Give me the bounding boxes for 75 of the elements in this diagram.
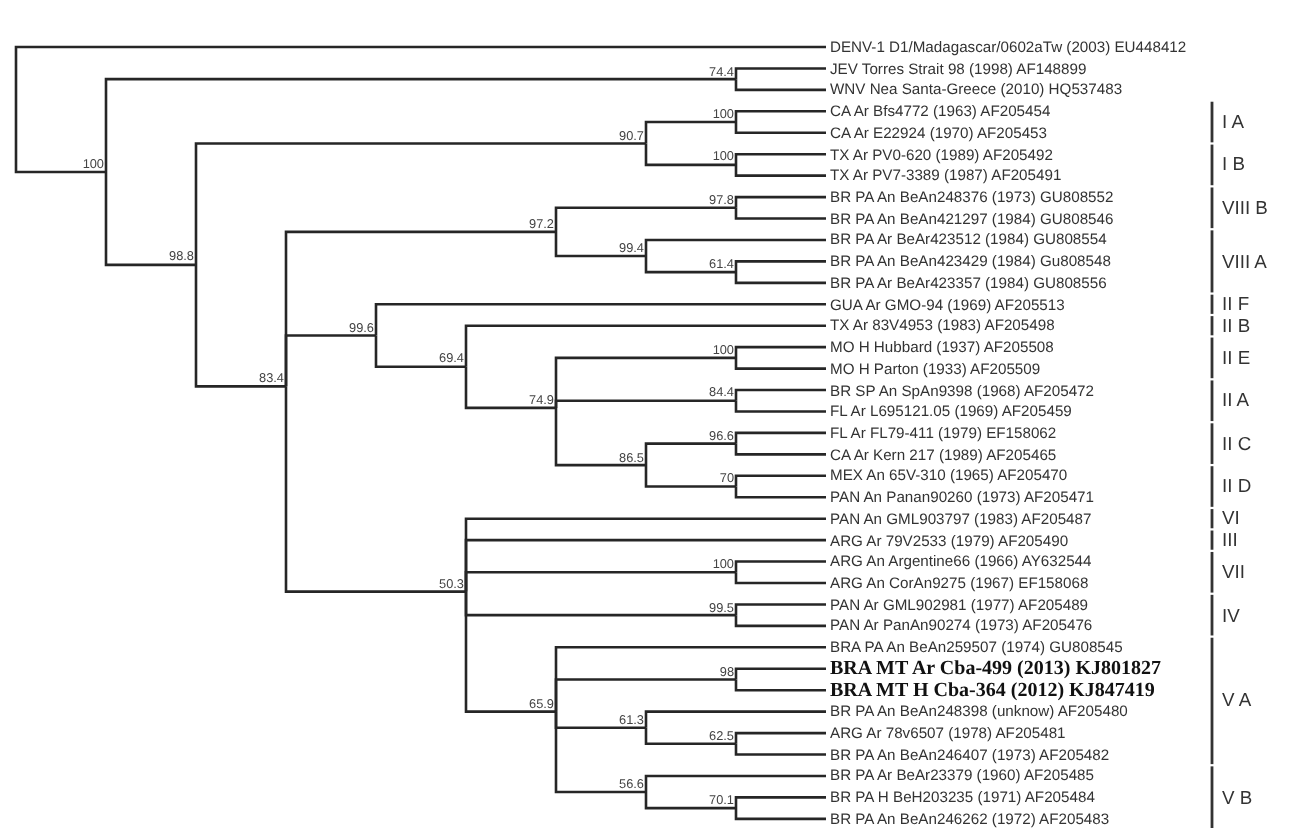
branch-line	[734, 152, 826, 165]
branch-line	[464, 571, 736, 592]
clade-label: VI	[1222, 509, 1240, 529]
branch-line	[734, 388, 826, 401]
branch-line	[644, 710, 826, 728]
branch-line	[734, 67, 826, 80]
branch-line	[734, 667, 826, 680]
branch-line	[104, 172, 196, 267]
branch-line	[734, 560, 826, 573]
branch-line	[284, 334, 376, 387]
branch-line	[734, 431, 826, 444]
branch-line	[554, 711, 646, 794]
clade-label: V B	[1222, 787, 1253, 807]
clade-label: IV	[1222, 605, 1240, 625]
clade-label: VIII A	[1222, 251, 1267, 271]
branch-line	[104, 77, 736, 173]
branch-line	[554, 399, 736, 408]
branch-line	[734, 796, 826, 809]
branch-line	[734, 345, 826, 358]
branch-line	[644, 120, 736, 144]
branch-line	[644, 143, 736, 167]
branch-line	[734, 808, 826, 821]
branch-line	[644, 442, 736, 466]
branch-line	[734, 474, 826, 487]
branch-line	[734, 272, 826, 285]
clade-label: II D	[1222, 476, 1252, 497]
clade-label: VII	[1222, 562, 1245, 582]
clade-label: II B	[1222, 316, 1251, 336]
branch-line	[374, 335, 466, 369]
branch-line	[734, 615, 826, 628]
branch-line	[554, 678, 736, 712]
clade-label: II C	[1222, 434, 1252, 454]
clade-label: VIII B	[1222, 198, 1268, 218]
branch-line	[734, 195, 826, 208]
branch-line	[284, 386, 466, 593]
branch-line	[734, 122, 826, 135]
clade-label: V A	[1222, 691, 1252, 711]
taxon-label: BRA MT Ar Cba-499 (2013) KJ801827	[826, 657, 1161, 680]
branch-line	[734, 164, 826, 177]
branch-line	[734, 572, 826, 585]
clade-label: II A	[1222, 391, 1250, 411]
branch-line	[734, 110, 826, 123]
clade-label: I A	[1222, 112, 1244, 132]
branch-line	[644, 256, 736, 274]
branch-line	[554, 206, 736, 232]
taxon-label: BRA MT H Cba-364 (2012) KJ847419	[826, 679, 1155, 702]
branch-line	[734, 260, 826, 273]
clade-label: I B	[1222, 155, 1245, 175]
branch-line	[374, 302, 826, 336]
branch-line	[194, 264, 286, 388]
branch-line	[14, 45, 826, 174]
clade-label: III	[1222, 530, 1238, 550]
clade-label: II E	[1222, 348, 1251, 368]
clade-label: II F	[1222, 294, 1250, 314]
branch-line	[554, 231, 646, 258]
branch-line	[644, 465, 736, 488]
branch-line	[644, 727, 736, 746]
branch-line	[734, 679, 826, 692]
branch-line	[734, 603, 826, 616]
branch-line	[464, 324, 826, 367]
branch-line	[734, 79, 826, 92]
branch-line	[194, 142, 646, 265]
branch-line	[464, 591, 556, 713]
branch-line	[734, 400, 826, 413]
branch-line	[644, 238, 826, 257]
branch-line	[644, 774, 826, 793]
branch-line	[734, 443, 826, 456]
branch-line	[464, 366, 556, 410]
branch-line	[734, 207, 826, 220]
branch-line	[554, 407, 646, 467]
branch-line	[734, 731, 826, 744]
branch-line	[734, 743, 826, 756]
branch-line	[644, 792, 736, 810]
branch-line	[734, 357, 826, 370]
branch-line	[734, 486, 826, 499]
